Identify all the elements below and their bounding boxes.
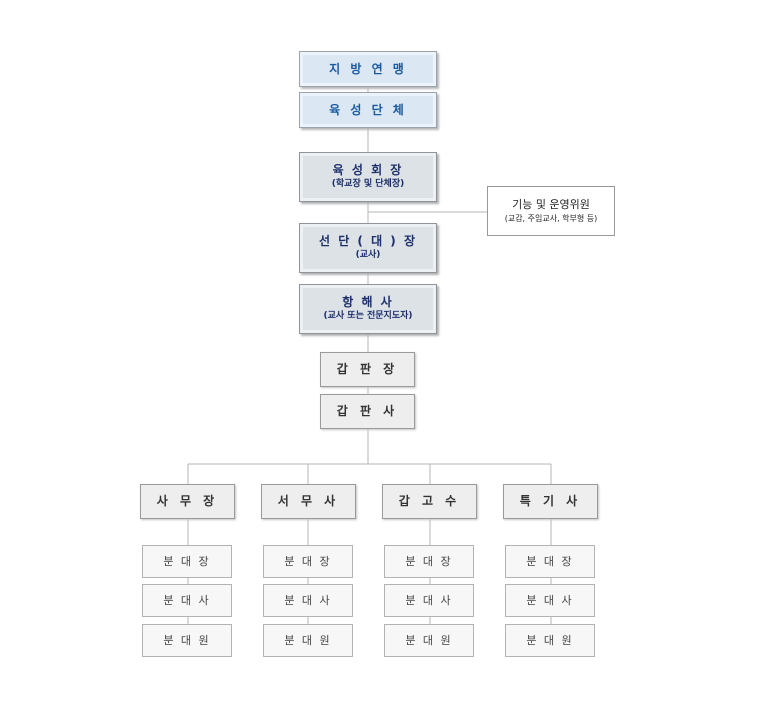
node-division-drummer: 갑 고 수 [382,484,477,519]
node-label: 분 대 사 [284,593,332,607]
node-division-purser: 사 무 장 [140,484,235,519]
node-squad-officer: 분 대 사 [263,584,353,617]
node-sublabel: (교사) [355,250,381,261]
node-squad-leader: 분 대 장 [263,545,353,578]
node-label: 선 단 ( 대 ) 장 [318,234,418,249]
node-label: 분 대 장 [405,554,453,568]
node-label: 갑 판 장 [336,362,399,376]
node-sponsoring-organization: 육 성 단 체 [299,92,437,128]
node-label: 분 대 장 [284,554,332,568]
node-label: 분 대 사 [163,593,211,607]
node-deck-officer: 갑 판 사 [320,394,415,429]
node-label: 기능 및 운영위원 [512,198,590,212]
node-squad-member: 분 대 원 [142,624,232,657]
node-label: 육 성 단 체 [329,102,407,117]
node-label: 서 무 사 [277,494,340,508]
node-squad-leader: 분 대 장 [142,545,232,578]
node-squad-member: 분 대 원 [384,624,474,657]
node-label: 지 방 연 맹 [329,61,407,76]
node-sublabel: (교사 또는 전문지도자) [323,311,413,322]
node-boatswain: 갑 판 장 [320,352,415,387]
node-squad-officer: 분 대 사 [142,584,232,617]
node-label: 사 무 장 [156,494,219,508]
node-operating-committee: 기능 및 운영위원 (교감, 주임교사, 학부형 등) [487,186,615,236]
node-label: 분 대 원 [163,633,211,647]
node-sublabel: (교감, 주임교사, 학부형 등) [504,213,598,223]
node-label: 분 대 원 [405,633,453,647]
node-squad-officer: 분 대 사 [384,584,474,617]
node-fleet-captain: 선 단 ( 대 ) 장 (교사) [299,223,437,273]
node-navigator: 항 해 사 (교사 또는 전문지도자) [299,284,437,334]
node-label: 분 대 장 [163,554,211,568]
node-label: 분 대 원 [284,633,332,647]
node-label: 갑 판 사 [336,404,399,418]
node-label: 항 해 사 [342,295,394,310]
node-squad-officer: 분 대 사 [505,584,595,617]
node-squad-member: 분 대 원 [505,624,595,657]
node-regional-federation: 지 방 연 맹 [299,51,437,87]
node-label: 분 대 장 [526,554,574,568]
node-label: 갑 고 수 [398,494,461,508]
node-sponsor-chairman: 육 성 회 장 (학교장 및 단체장) [299,152,437,202]
node-squad-leader: 분 대 장 [384,545,474,578]
node-label: 육 성 회 장 [332,163,404,178]
node-squad-leader: 분 대 장 [505,545,595,578]
node-label: 분 대 사 [526,593,574,607]
node-label: 분 대 원 [526,633,574,647]
node-squad-member: 분 대 원 [263,624,353,657]
node-label: 분 대 사 [405,593,453,607]
node-sublabel: (학교장 및 단체장) [331,179,405,190]
node-division-specialist: 특 기 사 [503,484,598,519]
node-division-clerk: 서 무 사 [261,484,356,519]
node-label: 특 기 사 [519,494,582,508]
